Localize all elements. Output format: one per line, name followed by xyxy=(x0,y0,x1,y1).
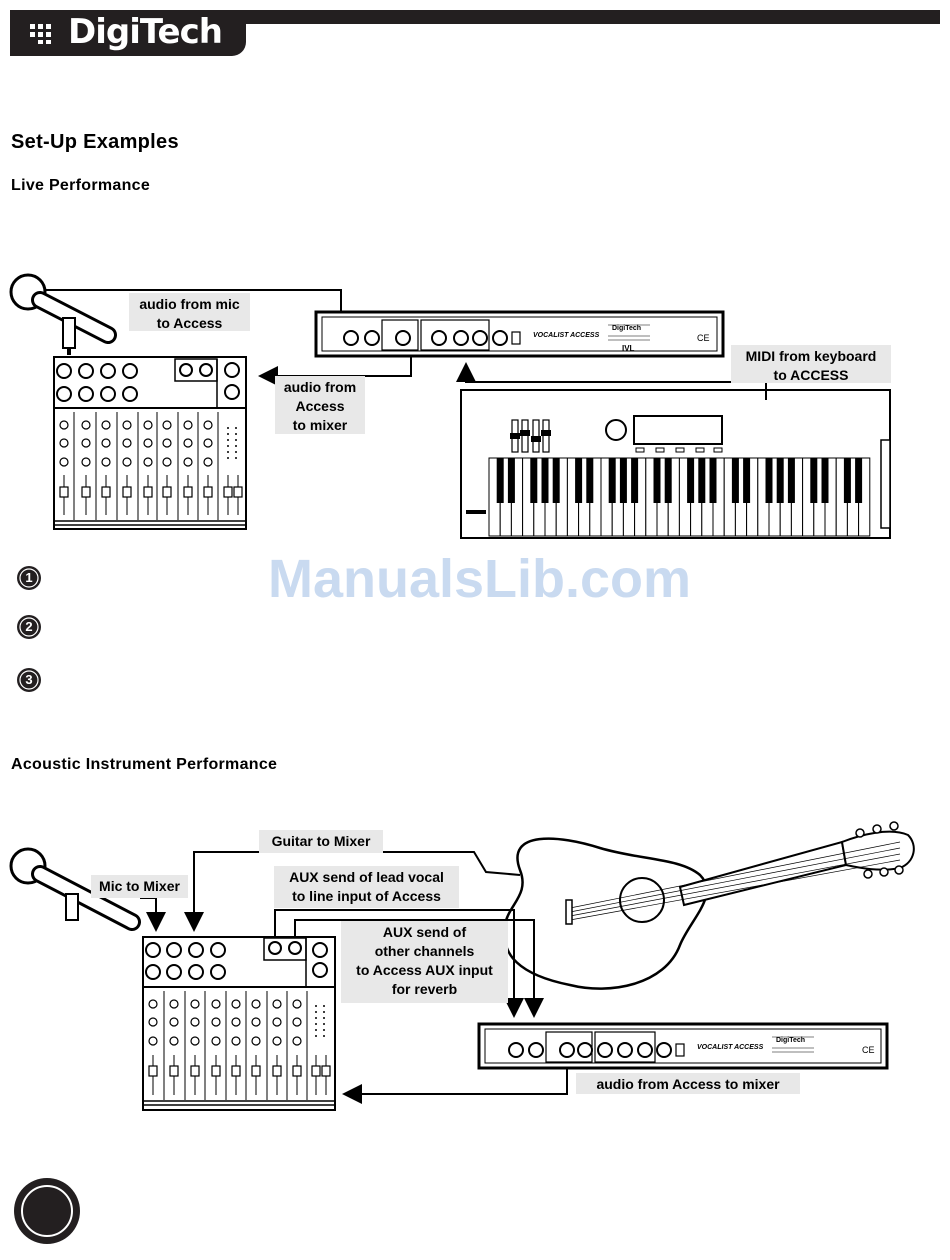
label-guitar-to-mixer: Guitar to Mixer xyxy=(259,830,383,853)
black-key xyxy=(575,458,583,503)
cable-access-return-to-mixer xyxy=(342,1068,568,1104)
black-key xyxy=(731,458,739,503)
label-audio-from-mic: audio from mic to Access xyxy=(129,293,250,331)
black-key xyxy=(664,458,672,503)
black-key xyxy=(530,458,538,503)
black-key xyxy=(631,458,639,503)
acoustic-performance-heading: Acoustic Instrument Performance xyxy=(11,756,278,773)
page-title: Set-Up Examples xyxy=(11,131,179,153)
black-key xyxy=(608,458,616,503)
label-aux-send-other-channels: AUX send of other channels to Access AUX… xyxy=(341,921,508,1003)
label-mic-to-mixer: Mic to Mixer xyxy=(91,875,188,898)
black-key xyxy=(619,458,627,503)
label-aux-send-lead-vocal: AUX send of lead vocal to line input of … xyxy=(274,866,459,908)
cable-midi-to-access xyxy=(456,362,767,400)
black-key xyxy=(776,458,784,503)
black-key xyxy=(810,458,818,503)
logo-text: DigiTech xyxy=(68,12,223,52)
unit-name-live: VOCALIST ACCESS xyxy=(533,332,600,339)
black-key xyxy=(855,458,863,503)
cable-mic-to-access xyxy=(44,289,342,312)
black-key xyxy=(552,458,560,503)
black-key xyxy=(496,458,504,503)
black-key xyxy=(698,458,706,503)
step-badge-3: 3 xyxy=(16,667,42,693)
cable-guitar-to-mixer xyxy=(184,851,521,932)
black-key xyxy=(787,458,795,503)
watermark: ManualsLib.com xyxy=(268,549,692,609)
label-audio-access-to-mixer: audio from Access to mixer xyxy=(275,376,365,434)
vocalist-access-unit-acoustic: VOCALIST ACCESS DigiTech CE xyxy=(477,1022,889,1070)
microphone-icon xyxy=(9,273,117,355)
mixer-live xyxy=(53,356,247,530)
microphone-icon-2 xyxy=(9,847,141,931)
black-key xyxy=(586,458,594,503)
step-badge-2: 2 xyxy=(16,614,42,640)
logo-dots-icon xyxy=(30,24,51,44)
live-performance-heading: Live Performance xyxy=(11,177,151,194)
black-key xyxy=(653,458,661,503)
ce-mark-live: CE xyxy=(697,333,710,343)
label-audio-access-to-mixer-2: audio from Access to mixer xyxy=(576,1073,800,1094)
unit-name-acoustic: VOCALIST ACCESS xyxy=(697,1044,764,1051)
svg-text:IVL: IVL xyxy=(622,344,635,353)
midi-keyboard xyxy=(460,389,891,539)
black-key xyxy=(709,458,717,503)
cable-access-to-mixer xyxy=(258,356,412,386)
keyboard-keys xyxy=(488,457,871,537)
cable-aux-other-to-access xyxy=(294,919,544,1018)
black-key xyxy=(843,458,851,503)
brand-logo: DigiTech xyxy=(10,10,246,56)
black-key xyxy=(821,458,829,503)
step-badge-1: 1 xyxy=(16,565,42,591)
black-key xyxy=(541,458,549,503)
black-key xyxy=(687,458,695,503)
unit-brand-live: DigiTech xyxy=(612,325,641,332)
black-key xyxy=(743,458,751,503)
black-key xyxy=(507,458,515,503)
label-midi-from-keyboard: MIDI from keyboard to ACCESS xyxy=(731,345,891,383)
mixer-acoustic xyxy=(142,936,336,1111)
cable-aux-lead-to-access xyxy=(274,909,524,1018)
cable-mic-to-mixer xyxy=(140,897,166,932)
black-key xyxy=(765,458,773,503)
unit-brand-acoustic: DigiTech xyxy=(776,1037,805,1044)
vocalist-access-unit-live: VOCALIST ACCESS DigiTech IVL CE xyxy=(314,310,725,358)
ce-mark-acoustic: CE xyxy=(862,1045,875,1055)
page-number-badge xyxy=(14,1178,80,1244)
acoustic-guitar-icon xyxy=(503,821,915,990)
